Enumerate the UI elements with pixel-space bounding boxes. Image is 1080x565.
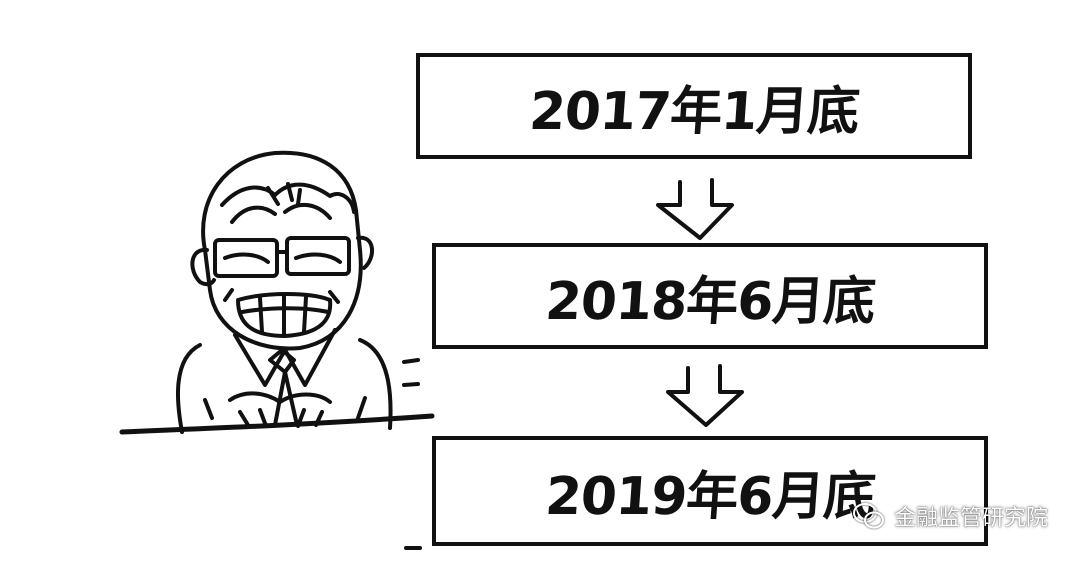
wechat-icon <box>852 503 884 529</box>
watermark: 金融监管研究院 <box>852 500 1048 532</box>
timeline-step-3: 2019年6月底 <box>432 436 988 546</box>
watermark-text: 金融监管研究院 <box>893 506 1048 531</box>
down-arrow-1-icon <box>656 178 734 240</box>
step-1-label: 2017年1月底 <box>527 81 861 142</box>
down-arrow-2-icon <box>666 364 744 427</box>
businessman-figure <box>176 150 393 434</box>
desk-line <box>119 413 435 435</box>
timeline-step-2: 2018年6月底 <box>432 243 988 349</box>
step-3-label: 2019年6月底 <box>543 466 877 527</box>
step-2-label: 2018年6月底 <box>543 271 877 332</box>
timeline-step-1: 2017年1月底 <box>416 53 972 159</box>
